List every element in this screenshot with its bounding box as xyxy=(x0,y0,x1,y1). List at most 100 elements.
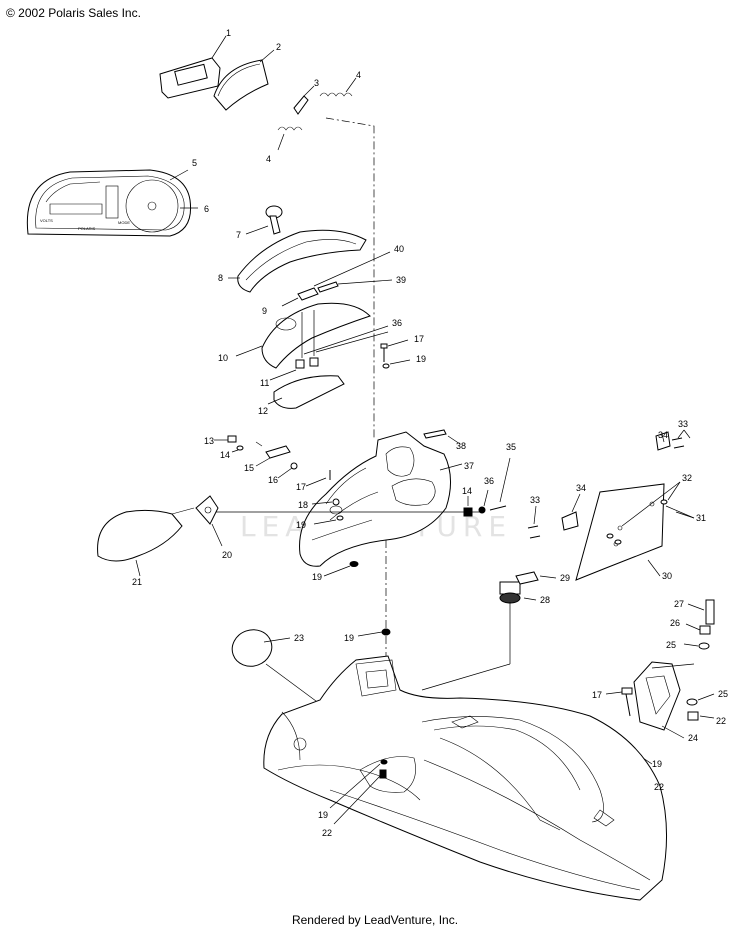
part-40-leader xyxy=(313,251,391,287)
footer-text: Rendered by LeadVenture, Inc. xyxy=(291,913,459,927)
callout-labels: 1 2 3 4 4 5 6 7 8 9 10 11 12 13 14 14 15… xyxy=(132,28,728,838)
part-16-screw xyxy=(277,462,298,479)
callout-30: 30 xyxy=(662,571,672,581)
part-4-spring-top xyxy=(319,77,357,97)
part-5-gauge-cluster: VOLTS POLARIS MODE xyxy=(26,169,198,237)
part-33-screws-left xyxy=(527,505,541,539)
part-2-lens xyxy=(213,49,275,111)
part-25-washer xyxy=(683,642,710,650)
part-37-console xyxy=(299,431,463,567)
part-31-32-fasteners xyxy=(606,481,695,545)
callout-25b: 25 xyxy=(718,689,728,699)
part-39-bolt xyxy=(317,279,393,293)
gauge-volts-text: VOLTS xyxy=(40,218,53,223)
part-30-side-panel xyxy=(575,483,665,581)
part-19-washer-top xyxy=(382,359,411,369)
callout-19e: 19 xyxy=(652,759,662,769)
callout-25a: 25 xyxy=(666,640,676,650)
part-38-bracket xyxy=(423,429,461,445)
callout-14b: 14 xyxy=(462,486,472,496)
callout-18: 18 xyxy=(298,500,308,510)
part-17-screw-bottom xyxy=(605,687,633,717)
callout-2: 2 xyxy=(276,42,281,52)
part-17-screw-mid xyxy=(305,470,331,487)
part-11-nuts xyxy=(269,310,389,381)
callout-37: 37 xyxy=(464,461,474,471)
callout-29: 29 xyxy=(560,573,570,583)
callout-39: 39 xyxy=(396,275,406,285)
part-4-spring-bottom xyxy=(277,126,303,151)
part-17-screw-top xyxy=(380,339,409,362)
center-dash-line-top xyxy=(325,117,375,440)
part-15-switch xyxy=(255,441,291,467)
callout-38: 38 xyxy=(456,441,466,451)
callout-34b: 34 xyxy=(658,430,668,440)
callout-19d: 19 xyxy=(344,633,354,643)
part-19-washer-hull xyxy=(329,759,388,809)
callout-17b: 17 xyxy=(296,482,306,492)
callout-26: 26 xyxy=(670,618,680,628)
callout-10: 10 xyxy=(218,353,228,363)
part-25-washer-lower xyxy=(686,693,715,706)
copyright-text: © 2002 Polaris Sales Inc. xyxy=(6,6,141,20)
part-23-decal xyxy=(231,629,321,705)
part-27-bolt xyxy=(687,599,715,625)
callout-36a: 36 xyxy=(392,318,402,328)
callout-32: 32 xyxy=(682,473,692,483)
callout-35: 35 xyxy=(506,442,516,452)
callout-8: 8 xyxy=(218,273,223,283)
callout-16: 16 xyxy=(268,475,278,485)
callout-19a: 19 xyxy=(416,354,426,364)
callout-9: 9 xyxy=(262,306,267,316)
callout-40: 40 xyxy=(394,244,404,254)
part-34-clip-right xyxy=(655,431,671,451)
callout-12: 12 xyxy=(258,406,268,416)
part-10-mid-cover xyxy=(235,302,371,369)
part-34-clip-left xyxy=(561,493,581,531)
part-20-mirror-mount xyxy=(195,495,223,547)
part-19-washer-low xyxy=(323,561,359,577)
callout-36b: 36 xyxy=(484,476,494,486)
callout-19c: 19 xyxy=(312,572,322,582)
part-14-washer-right xyxy=(463,496,473,517)
part-19-washer-mid xyxy=(313,515,344,525)
callout-15: 15 xyxy=(244,463,254,473)
callout-22b: 22 xyxy=(654,782,664,792)
part-33-screws-right xyxy=(671,429,691,449)
part-22-nut-right xyxy=(687,711,715,721)
callout-27: 27 xyxy=(674,599,684,609)
part-12-plate xyxy=(267,375,345,409)
gauge-brand-text: POLARIS xyxy=(78,226,96,231)
callout-7: 7 xyxy=(236,230,241,240)
callout-17c: 17 xyxy=(592,690,602,700)
callout-6: 6 xyxy=(204,204,209,214)
callout-22a: 22 xyxy=(716,716,726,726)
part-14-washer-left xyxy=(231,445,244,453)
part-3-pin xyxy=(293,85,315,115)
callout-33b: 33 xyxy=(678,419,688,429)
part-7-knob xyxy=(245,205,283,235)
callout-14a: 14 xyxy=(220,450,230,460)
callout-19b: 19 xyxy=(296,520,306,530)
callout-23: 23 xyxy=(294,633,304,643)
part-8-upper-cover xyxy=(228,229,367,293)
gauge-mode-text: MODE xyxy=(118,220,130,225)
callout-4b: 4 xyxy=(266,154,271,164)
part-1-bezel xyxy=(159,35,227,99)
callout-13: 13 xyxy=(204,436,214,446)
hull-body xyxy=(263,655,667,901)
callout-4a: 4 xyxy=(356,70,361,80)
callout-19f: 19 xyxy=(318,810,328,820)
callout-20: 20 xyxy=(222,550,232,560)
callout-3: 3 xyxy=(314,78,319,88)
part-24-bracket xyxy=(633,661,695,739)
part-21-mirror xyxy=(97,507,195,577)
part-26-nut xyxy=(685,623,711,635)
part-9-clip xyxy=(281,287,319,307)
part-35-bolt xyxy=(489,457,511,511)
part-28-cup xyxy=(421,581,537,691)
callout-5: 5 xyxy=(192,158,197,168)
callout-21: 21 xyxy=(132,577,142,587)
callout-31: 31 xyxy=(696,513,706,523)
